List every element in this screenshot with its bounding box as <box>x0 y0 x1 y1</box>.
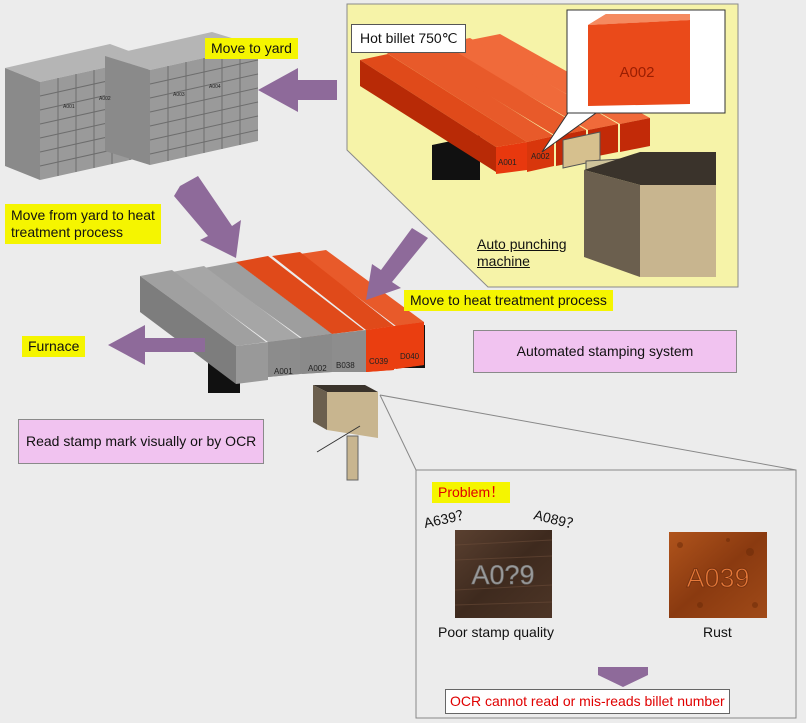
label-auto-punching-line1: Auto punching <box>477 236 567 252</box>
billet-stamp: A001 <box>498 158 517 167</box>
label-automated-stamping-system: Automated stamping system <box>473 330 737 373</box>
label-rust: Rust <box>703 624 732 640</box>
callout-line <box>379 394 417 471</box>
billet-pile: A001 A002 A003 A004 <box>5 32 259 180</box>
label-hot-billet: Hot billet 750℃ <box>351 24 467 53</box>
auto-punching-machine <box>584 152 716 277</box>
arrow-to-furnace <box>108 325 205 365</box>
arrow-to-yard <box>258 68 337 112</box>
callout-line <box>379 394 797 471</box>
hot-billet <box>360 54 527 174</box>
label-move-to-heat-treatment: Move to heat treatment process <box>404 290 613 311</box>
pile-stamp: A004 <box>209 84 221 90</box>
arrow-to-ocr-problem <box>598 667 648 687</box>
ocr-reader-device <box>313 385 378 481</box>
label-auto-punching-line2: machine <box>477 253 530 269</box>
label-ocr-cannot-read: OCR cannot read or mis-reads billet numb… <box>445 689 730 714</box>
label-read-stamp: Read stamp mark visually or by OCR <box>18 419 265 464</box>
arrow-to-heat-treatment <box>366 228 428 300</box>
billet-stamp: A001 <box>274 367 293 376</box>
rust-photo: A039 <box>669 532 767 618</box>
billet-stamp: A002 <box>308 364 327 373</box>
stamp-zoom-callout: A002 <box>541 9 726 153</box>
label-problem: Problem！ <box>432 482 511 503</box>
pile-stamp: A002 <box>99 96 111 102</box>
poor-stamp-text: A0?9 <box>471 560 534 590</box>
billet-stamp: B038 <box>336 361 355 370</box>
process-arrows <box>108 68 648 687</box>
label-poor-stamp-quality: Poor stamp quality <box>438 624 554 640</box>
billet-stamp: A002 <box>531 152 550 161</box>
label-move-from-yard: Move from yard to heat treatment process <box>5 204 161 244</box>
rust-stamp-text: A039 <box>686 563 749 593</box>
label-move-to-yard: Move to yard <box>205 38 298 59</box>
pile-stamp: A003 <box>173 92 185 98</box>
cold-billet <box>140 270 268 384</box>
label-furnace: Furnace <box>22 336 86 357</box>
zoom-stamp-text: A002 <box>619 64 654 81</box>
pile-stamp: A001 <box>63 104 75 110</box>
billet-stamp: D040 <box>400 352 420 361</box>
poor-stamp-photo: A0?9 <box>454 530 553 618</box>
arrow-yard-to-heat <box>174 176 241 258</box>
billet-stamp: C039 <box>369 357 389 366</box>
label-move-from-yard-line1: Move from yard to heat <box>11 207 155 223</box>
label-auto-punching: Auto punching machine <box>477 236 567 270</box>
label-move-from-yard-line2: treatment process <box>11 224 124 240</box>
heat-treatment-rack: A001 A002 B038 C039 D040 <box>140 250 425 393</box>
